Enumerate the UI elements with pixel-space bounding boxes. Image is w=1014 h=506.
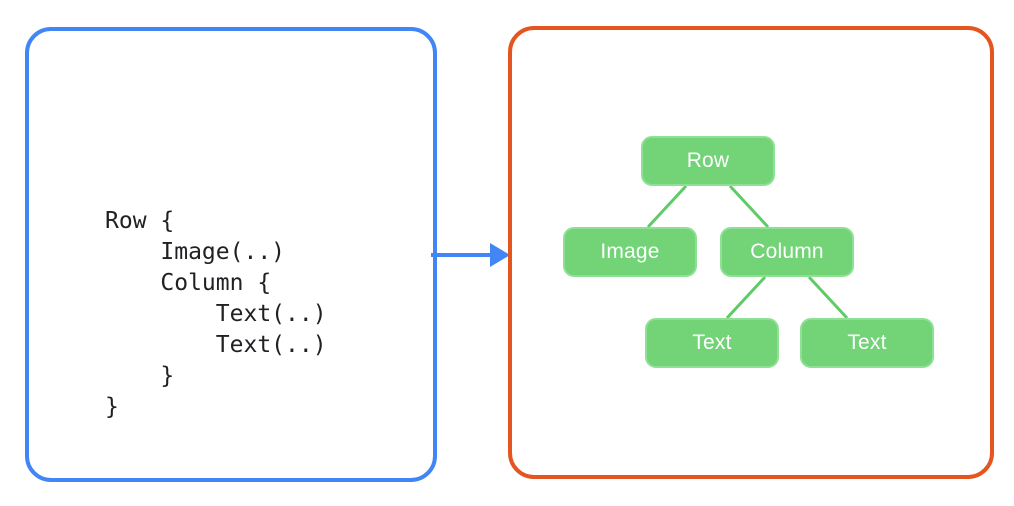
tree-node-image[interactable]: Image (563, 227, 697, 277)
code-line: } (160, 363, 175, 389)
tree-edges (646, 184, 849, 320)
code-line: Row { (105, 208, 175, 234)
tree-node-column[interactable]: Column (720, 227, 854, 277)
tree-node-text-2[interactable]: Text (800, 318, 934, 368)
code-line: Image(..) (160, 239, 286, 265)
tree-node-text-1[interactable]: Text (645, 318, 779, 368)
edge-row-image (646, 184, 688, 229)
composition-tree: Row Image Column Text Text (508, 26, 994, 479)
edge-column-text1 (725, 275, 767, 320)
code-line: Text(..) (215, 301, 327, 327)
code-snippet-panel: Row { Image(..) Column { Text(..) Text(.… (25, 27, 437, 482)
edge-column-text2 (807, 275, 849, 320)
tree-node-label: Image (600, 240, 660, 263)
edge-row-column (728, 184, 770, 229)
tree-node-label: Row (686, 149, 730, 172)
tree-node-label: Text (847, 331, 887, 354)
tree-node-row[interactable]: Row (641, 136, 775, 186)
arrow-head (490, 243, 510, 267)
transform-arrow (431, 243, 510, 267)
code-line: Text(..) (215, 332, 327, 358)
tree-node-label: Text (692, 331, 732, 354)
tree-node-label: Column (750, 240, 824, 263)
code-line: } (105, 394, 119, 420)
code-block: Row { Image(..) Column { Text(..) Text(.… (105, 206, 327, 423)
code-line: Column { (160, 270, 272, 296)
